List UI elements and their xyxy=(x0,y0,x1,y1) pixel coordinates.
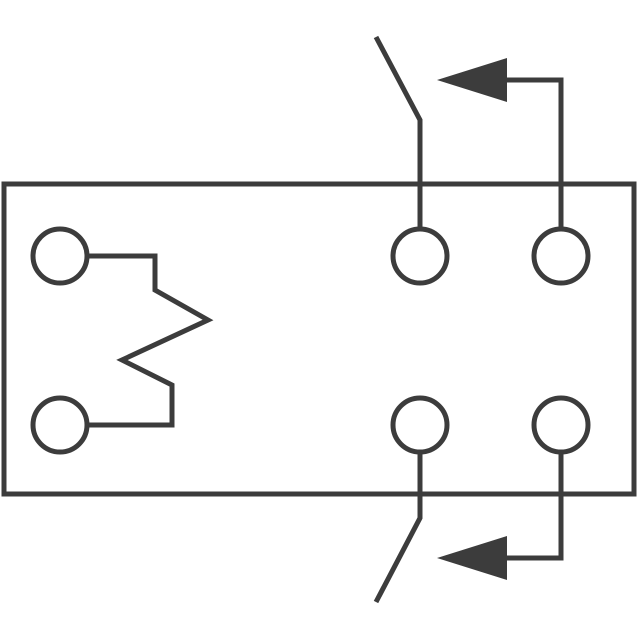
contact-pin-top xyxy=(531,226,591,286)
contact-pin-bottom xyxy=(531,395,591,455)
switch-bottom-contact-wire xyxy=(500,453,564,561)
switch-bottom-blade xyxy=(373,453,423,604)
coil-pin-top xyxy=(30,226,90,286)
common-pin-top xyxy=(390,226,450,286)
relay-housing xyxy=(1,181,637,497)
switch-top-blade xyxy=(373,35,423,228)
switch-top-arrow-icon xyxy=(437,58,507,102)
switch-bottom-arrow-icon xyxy=(437,536,507,580)
coil-pin-bottom xyxy=(30,395,90,455)
switch-top-contact-wire xyxy=(500,77,564,228)
coil-winding xyxy=(88,253,214,428)
common-pin-bottom xyxy=(390,395,450,455)
